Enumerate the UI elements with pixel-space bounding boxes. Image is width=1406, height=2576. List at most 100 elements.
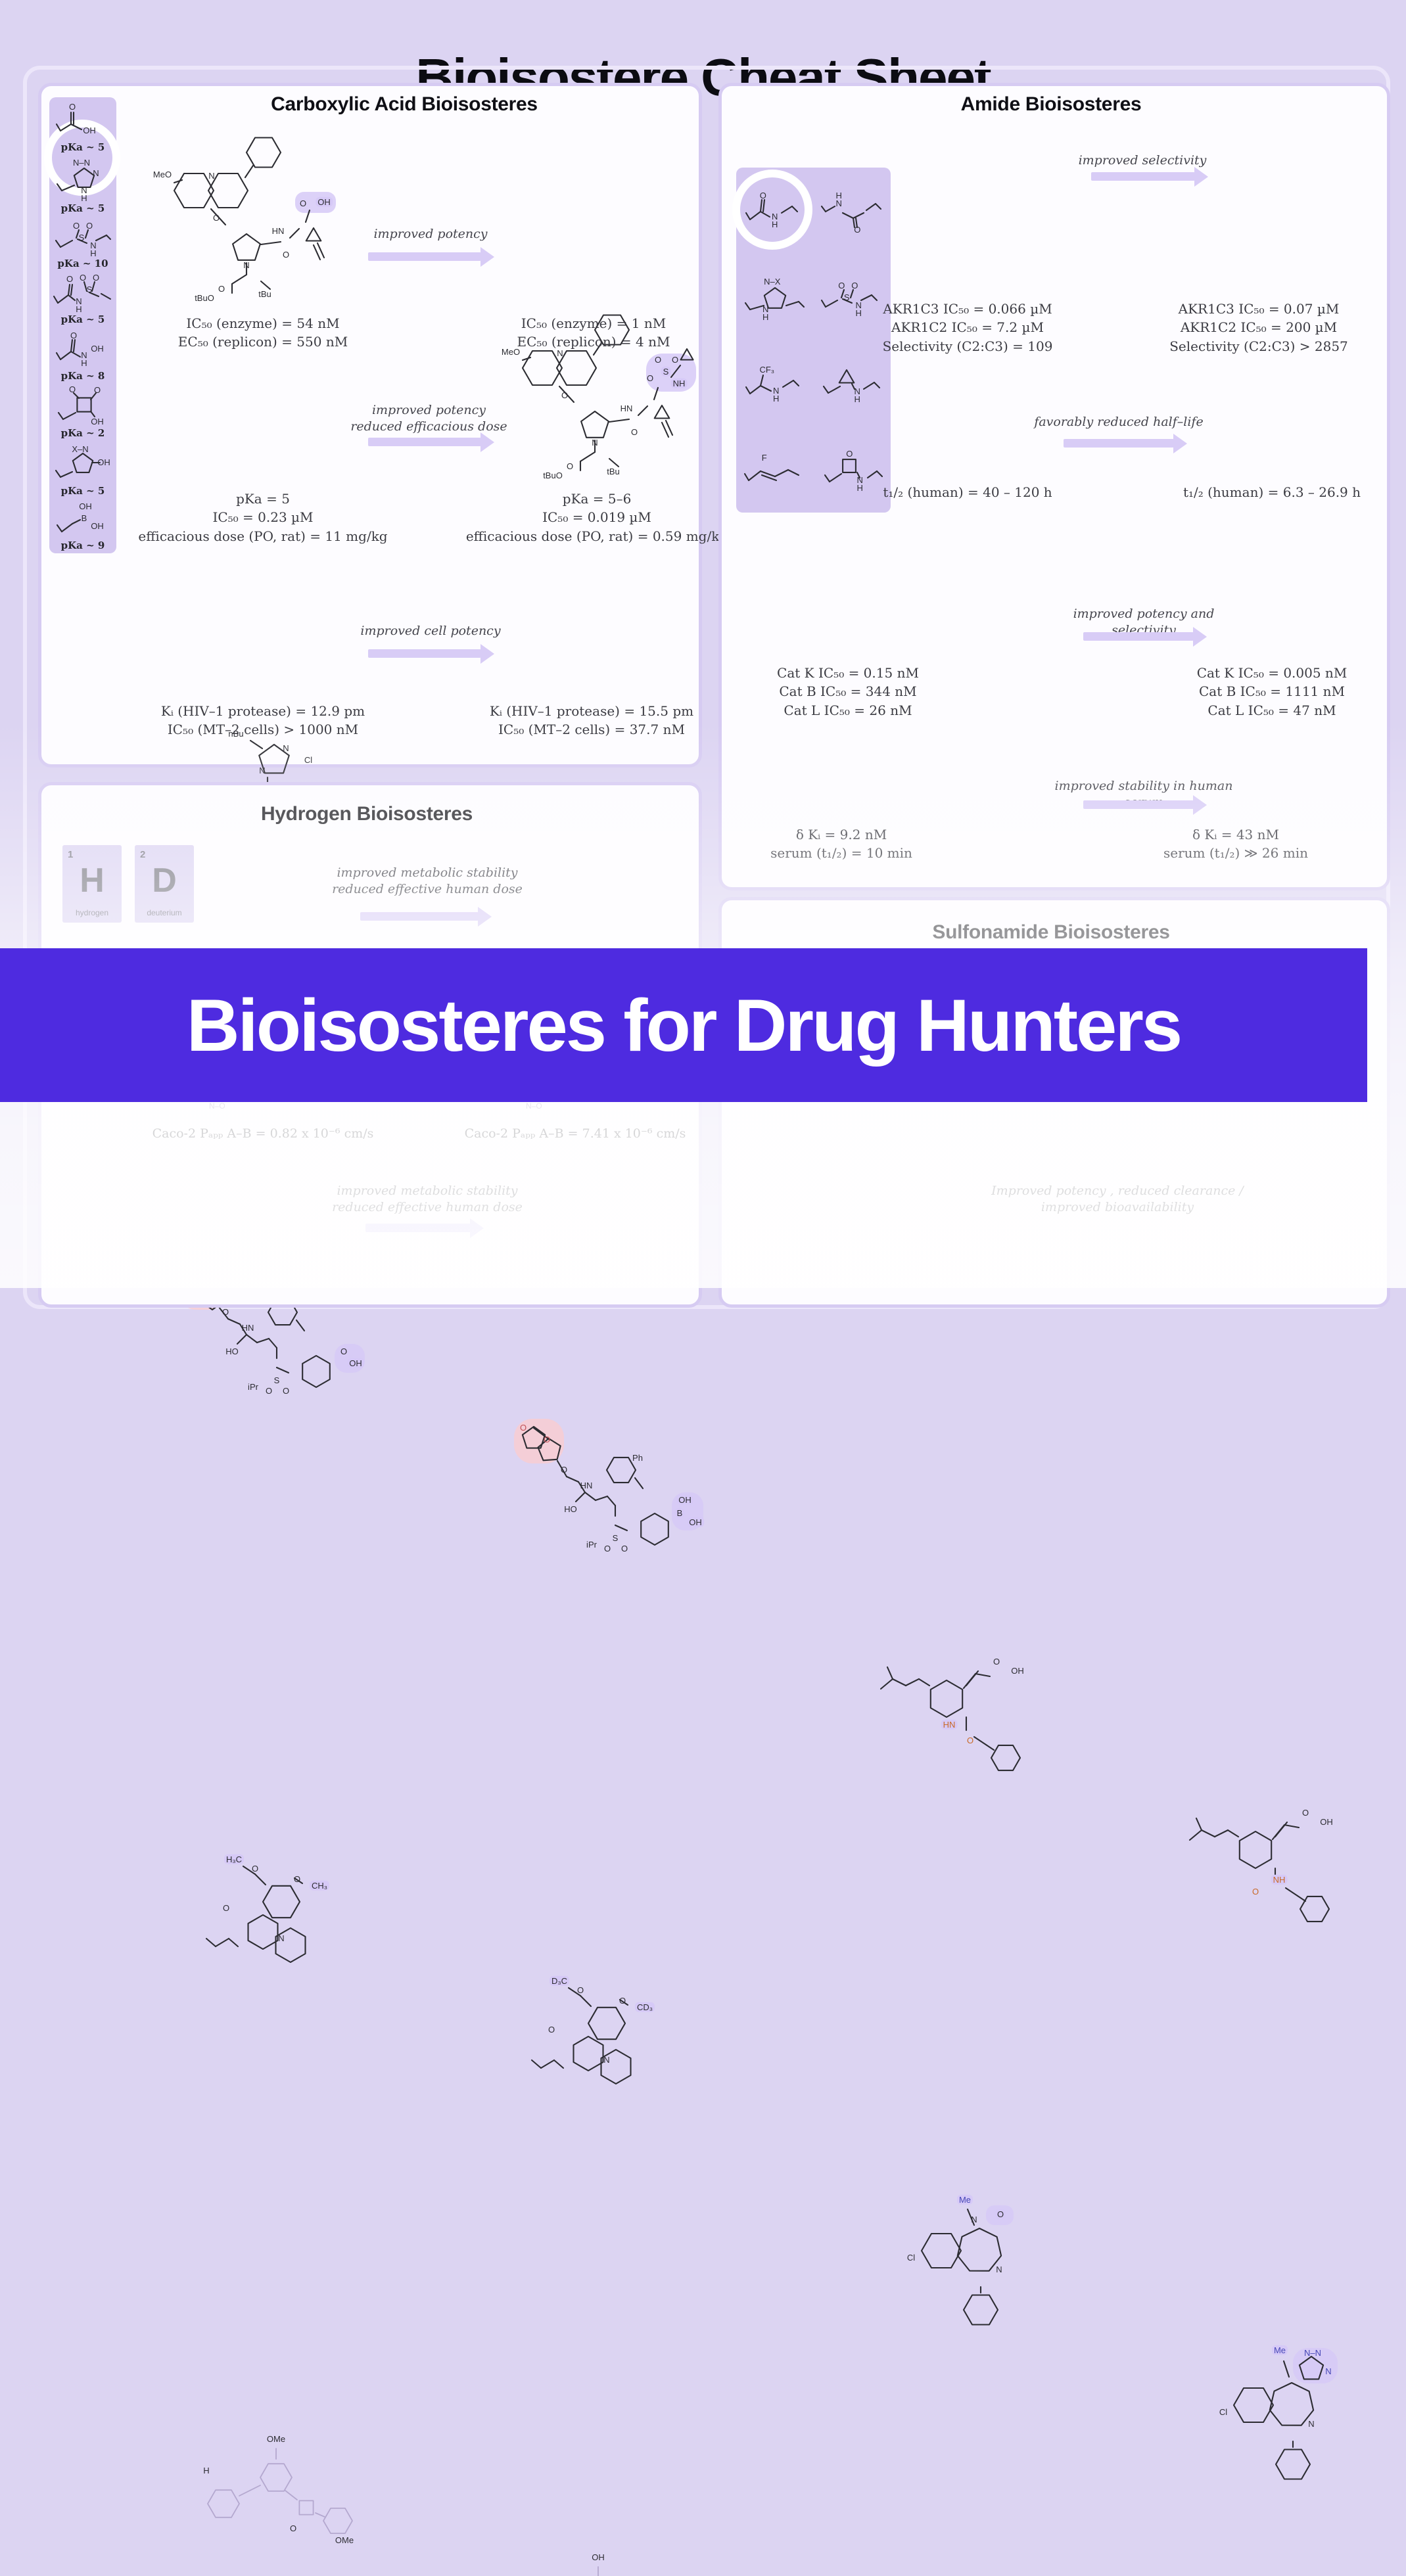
atom-label: H [835,190,842,200]
fluoroalkene-structure: F [743,450,807,488]
atom-label: O [759,190,766,200]
atom-label: N [996,2264,1002,2274]
atom-label: O [671,354,679,365]
atom-label: O [222,1902,230,1913]
atom-label: OH [687,1517,704,1527]
atom-label: O [92,273,100,283]
promo-banner: Bioisosteres for Drug Hunters [0,948,1367,1102]
caption-right: AKR1C3 IC₅₀ = 0.07 µM AKR1C2 IC₅₀ = 200 … [1140,300,1377,356]
atom-label: MeO [501,346,521,357]
atom-label: O [621,1543,628,1553]
caption-line: efficacious dose (PO, rat) = 0.59 mg/kg [465,528,728,544]
atom-label: H [854,394,860,404]
caption-line: Cat K IC₅₀ = 0.005 nM [1196,665,1347,681]
atom-label: N [835,198,842,208]
atom-label: O [576,1985,584,1995]
atom-label: OH [316,196,333,207]
pka-label: pKa ~ 8 [60,369,105,382]
atom-label: O [603,1543,611,1553]
atom-label: O [851,280,858,290]
element-symbol: H [80,862,105,900]
caption-line: t₁/₂ (human) = 40 – 120 h [883,484,1052,500]
atom-label: N [557,348,563,358]
element-name: deuterium [147,908,182,917]
caption-right: δ Kᵢ = 43 nM serum (t₁/₂) ≫ 26 min [1117,825,1354,863]
atom-label: O [299,198,307,208]
atom-label: O [218,283,225,294]
arrow-label: improved potency [373,227,488,241]
atom-label: tBu [258,288,271,299]
caption-line: AKR1C2 IC₅₀ = 7.2 µM [891,319,1044,336]
atom-label: N [259,765,266,775]
arrow-label: improved metabolic stability reduced eff… [332,1184,523,1215]
caption-line: AKR1C3 IC₅₀ = 0.07 µM [1178,301,1340,317]
atom-label: N–N [72,158,91,168]
caption-line: Selectivity (C2:C3) > 2857 [1169,338,1348,354]
atom-label: N [81,350,87,360]
atom-label: N [76,296,82,306]
atom-label: O [79,273,87,283]
caption-right: t₁/₂ (human) = 6.3 – 26.9 h [1154,483,1390,501]
caption-right: Cat K IC₅₀ = 0.005 nM Cat B IC₅₀ = 1111 … [1154,664,1390,720]
atom-label: H₃C [223,1854,245,1864]
caption-line: Selectivity (C2:C3) = 109 [882,338,1053,354]
arrow-label: improved cell potency [360,624,501,638]
caption-left: Kᵢ (HIV–1 protease) = 12.9 pm IC₅₀ (MT–2… [131,702,394,739]
transformation-arrow [368,432,494,452]
atom-label: NH [670,378,688,388]
atom-label: O [251,1863,259,1874]
atom-label: B [674,1507,685,1518]
caption-line: IC₅₀ (enzyme) = 1 nM [521,315,667,331]
caption-line: AKR1C3 IC₅₀ = 0.066 µM [883,301,1052,317]
atom-label: N [93,168,99,178]
atom-label: O [560,1464,568,1475]
caption-caco-right: Caco-2 Pₐₚₚ A–B = 7.41 x 10⁻⁶ cm/s [464,1126,686,1141]
banner-title: Bioisosteres for Drug Hunters [186,984,1183,1067]
atom-label: O [838,280,845,290]
atom-label: Cl [1219,2406,1228,2417]
atom-label: iPr [248,1381,258,1392]
atom-label: N [1308,2418,1315,2429]
atom-label: HO [564,1504,577,1514]
atom-label: S [661,366,671,377]
atom-label: O [93,385,101,395]
atom-label: N–N [1303,2347,1322,2358]
caption-left: Cat K IC₅₀ = 0.15 nM Cat B IC₅₀ = 344 nM… [730,664,966,720]
transformation-arrow [365,1218,484,1238]
caption-line: t₁/₂ (human) = 6.3 – 26.9 h [1183,484,1361,500]
atom-label: O [222,1306,229,1317]
atom-label: OH [91,521,104,531]
atom-label: Cl [304,754,313,765]
atom-label: O [68,101,76,112]
atom-label: O [282,1385,290,1396]
pka-label: pKa ~ 5 [60,484,105,497]
atom-label: O [646,373,654,383]
caption-line: IC₅₀ (MT–2 cells) > 1000 nM [167,722,359,738]
element-number: 2 [140,849,146,860]
atom-label: Cl [906,2252,916,2263]
atom-label: HN [271,225,285,236]
atom-label: N [283,743,289,753]
atom-label: H [76,304,82,314]
hydrogen-panel-title: Hydrogen Bioisosteres [260,803,473,825]
atom-label: O [566,461,574,471]
pka-label: pKa ~ 2 [60,427,105,440]
cut-structure-fragment: N–O [526,1101,542,1111]
atom-label: N [773,385,780,396]
caption-left: pKa = 5 IC₅₀ = 0.23 µM efficacious dose … [112,490,414,545]
atom-label: O [1252,1886,1259,1897]
atom-label: N–X [764,276,781,287]
sulfonamide-panel-title: Sulfonamide Bioisosteres [932,921,1170,943]
